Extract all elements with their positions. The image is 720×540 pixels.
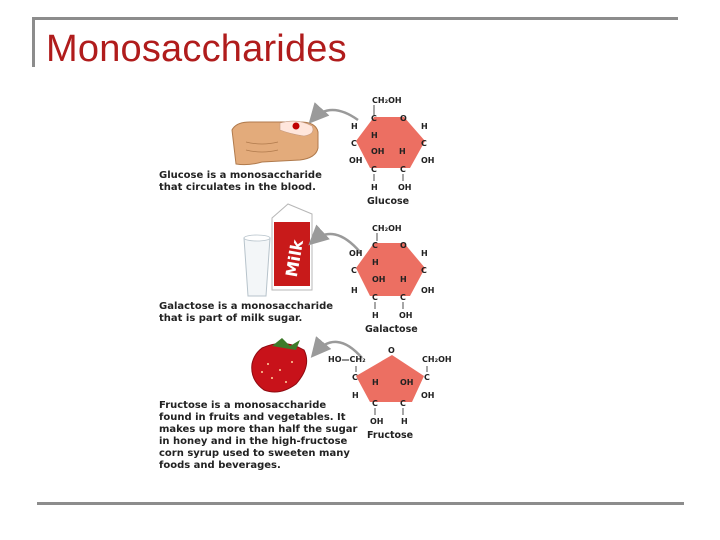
glucose-caption: Glucose is a monosaccharide that circula… — [159, 170, 322, 194]
finger-illustration — [231, 120, 319, 166]
galactose-h4: H — [351, 286, 358, 295]
milk-illustration: Milk — [243, 203, 313, 297]
caption-line: Fructose is a monosaccharide — [159, 400, 327, 411]
galactose-structure: CH₂OH C O OH H H C C OH H H OH C C H OH … — [349, 224, 435, 335]
slide-title: Monosaccharides — [46, 28, 347, 70]
caption-line: Galactose is a monosaccharide — [159, 301, 334, 312]
glucose-ring — [356, 117, 425, 168]
galactose-top-group: CH₂OH — [372, 224, 402, 233]
frame-left-line — [32, 17, 35, 67]
galactose-oh1: OH — [349, 249, 363, 258]
glucose-h2: H — [371, 131, 378, 140]
galactose-caption: Galactose is a monosaccharide that is pa… — [159, 301, 333, 325]
fructose-ring-oxygen: O — [388, 346, 395, 355]
glucose-h3: H — [421, 122, 428, 131]
galactose-ring — [356, 243, 425, 296]
glucose-c3: C — [371, 165, 377, 174]
glucose-c2: C — [400, 165, 406, 174]
galactose-oh4: OH — [399, 311, 413, 320]
fructose-oh3: OH — [370, 417, 384, 426]
glucose-c1: C — [421, 139, 427, 148]
galactose-h2: H — [372, 258, 379, 267]
glucose-h4: H — [399, 147, 406, 156]
galactose-c4: C — [351, 266, 357, 275]
galactose-c5: C — [372, 241, 378, 250]
glucose-top-group: CH₂OH — [372, 96, 402, 105]
fructose-arrow — [310, 336, 363, 359]
fructose-label: Fructose — [367, 430, 413, 441]
fructose-c5: C — [352, 373, 358, 382]
glucose-oh4: OH — [398, 183, 412, 192]
glucose-oh3: OH — [421, 156, 435, 165]
glucose-h1: H — [351, 122, 358, 131]
glucose-arrow — [308, 102, 359, 124]
caption-line: foods and beverages. — [159, 460, 281, 471]
strawberry-illustration — [251, 338, 308, 393]
galactose-arrow — [308, 224, 361, 253]
galactose-h5: H — [372, 311, 379, 320]
glucose-structure: CH₂OH C O H H H C C OH H OH OH C C H OH … — [349, 96, 435, 207]
glucose-h5: H — [371, 183, 378, 192]
galactose-oh3: OH — [421, 286, 435, 295]
caption-line: Glucose is a monosaccharide — [159, 170, 322, 181]
glucose-c5: C — [371, 114, 377, 123]
fructose-h2: H — [352, 391, 359, 400]
caption-line: found in fruits and vegetables. It — [159, 412, 346, 423]
galactose-h1: H — [421, 249, 428, 258]
fructose-c2: C — [424, 373, 430, 382]
glucose-c4: C — [351, 139, 357, 148]
fructose-right-group: CH₂OH — [422, 355, 452, 364]
fructose-oh2: OH — [421, 391, 435, 400]
caption-line: makes up more than half the sugar — [159, 424, 358, 435]
fructose-caption: Fructose is a monosaccharide found in fr… — [159, 400, 359, 472]
glucose-oh1: OH — [371, 147, 385, 156]
galactose-oh2: OH — [372, 275, 386, 284]
fructose-h1: H — [372, 378, 379, 387]
galactose-ring-oxygen: O — [400, 241, 407, 250]
fructose-c3: C — [400, 399, 406, 408]
fructose-structure: O HO—CH₂ CH₂OH C H OH C H OH C C OH H Fr… — [328, 346, 452, 441]
galactose-c3: C — [372, 293, 378, 302]
fructose-left-group: HO—CH₂ — [328, 355, 366, 364]
galactose-label: Galactose — [365, 324, 418, 335]
caption-line: that is part of milk sugar. — [159, 313, 303, 324]
fructose-oh1: OH — [400, 378, 414, 387]
fructose-ring — [356, 355, 424, 402]
frame-top-line — [32, 17, 678, 20]
glucose-ring-oxygen: O — [400, 114, 407, 123]
galactose-c2: C — [400, 293, 406, 302]
galactose-c1: C — [421, 266, 427, 275]
fructose-c4: C — [372, 399, 378, 408]
fructose-h3: H — [401, 417, 408, 426]
caption-line: corn syrup used to sweeten many — [159, 448, 350, 459]
glucose-oh2: OH — [349, 156, 363, 165]
glucose-label: Glucose — [367, 196, 409, 207]
caption-line: that circulates in the blood. — [159, 182, 316, 193]
galactose-h3: H — [400, 275, 407, 284]
frame-bottom-line — [37, 502, 684, 505]
caption-line: in honey and in the high-fructose — [159, 436, 348, 447]
